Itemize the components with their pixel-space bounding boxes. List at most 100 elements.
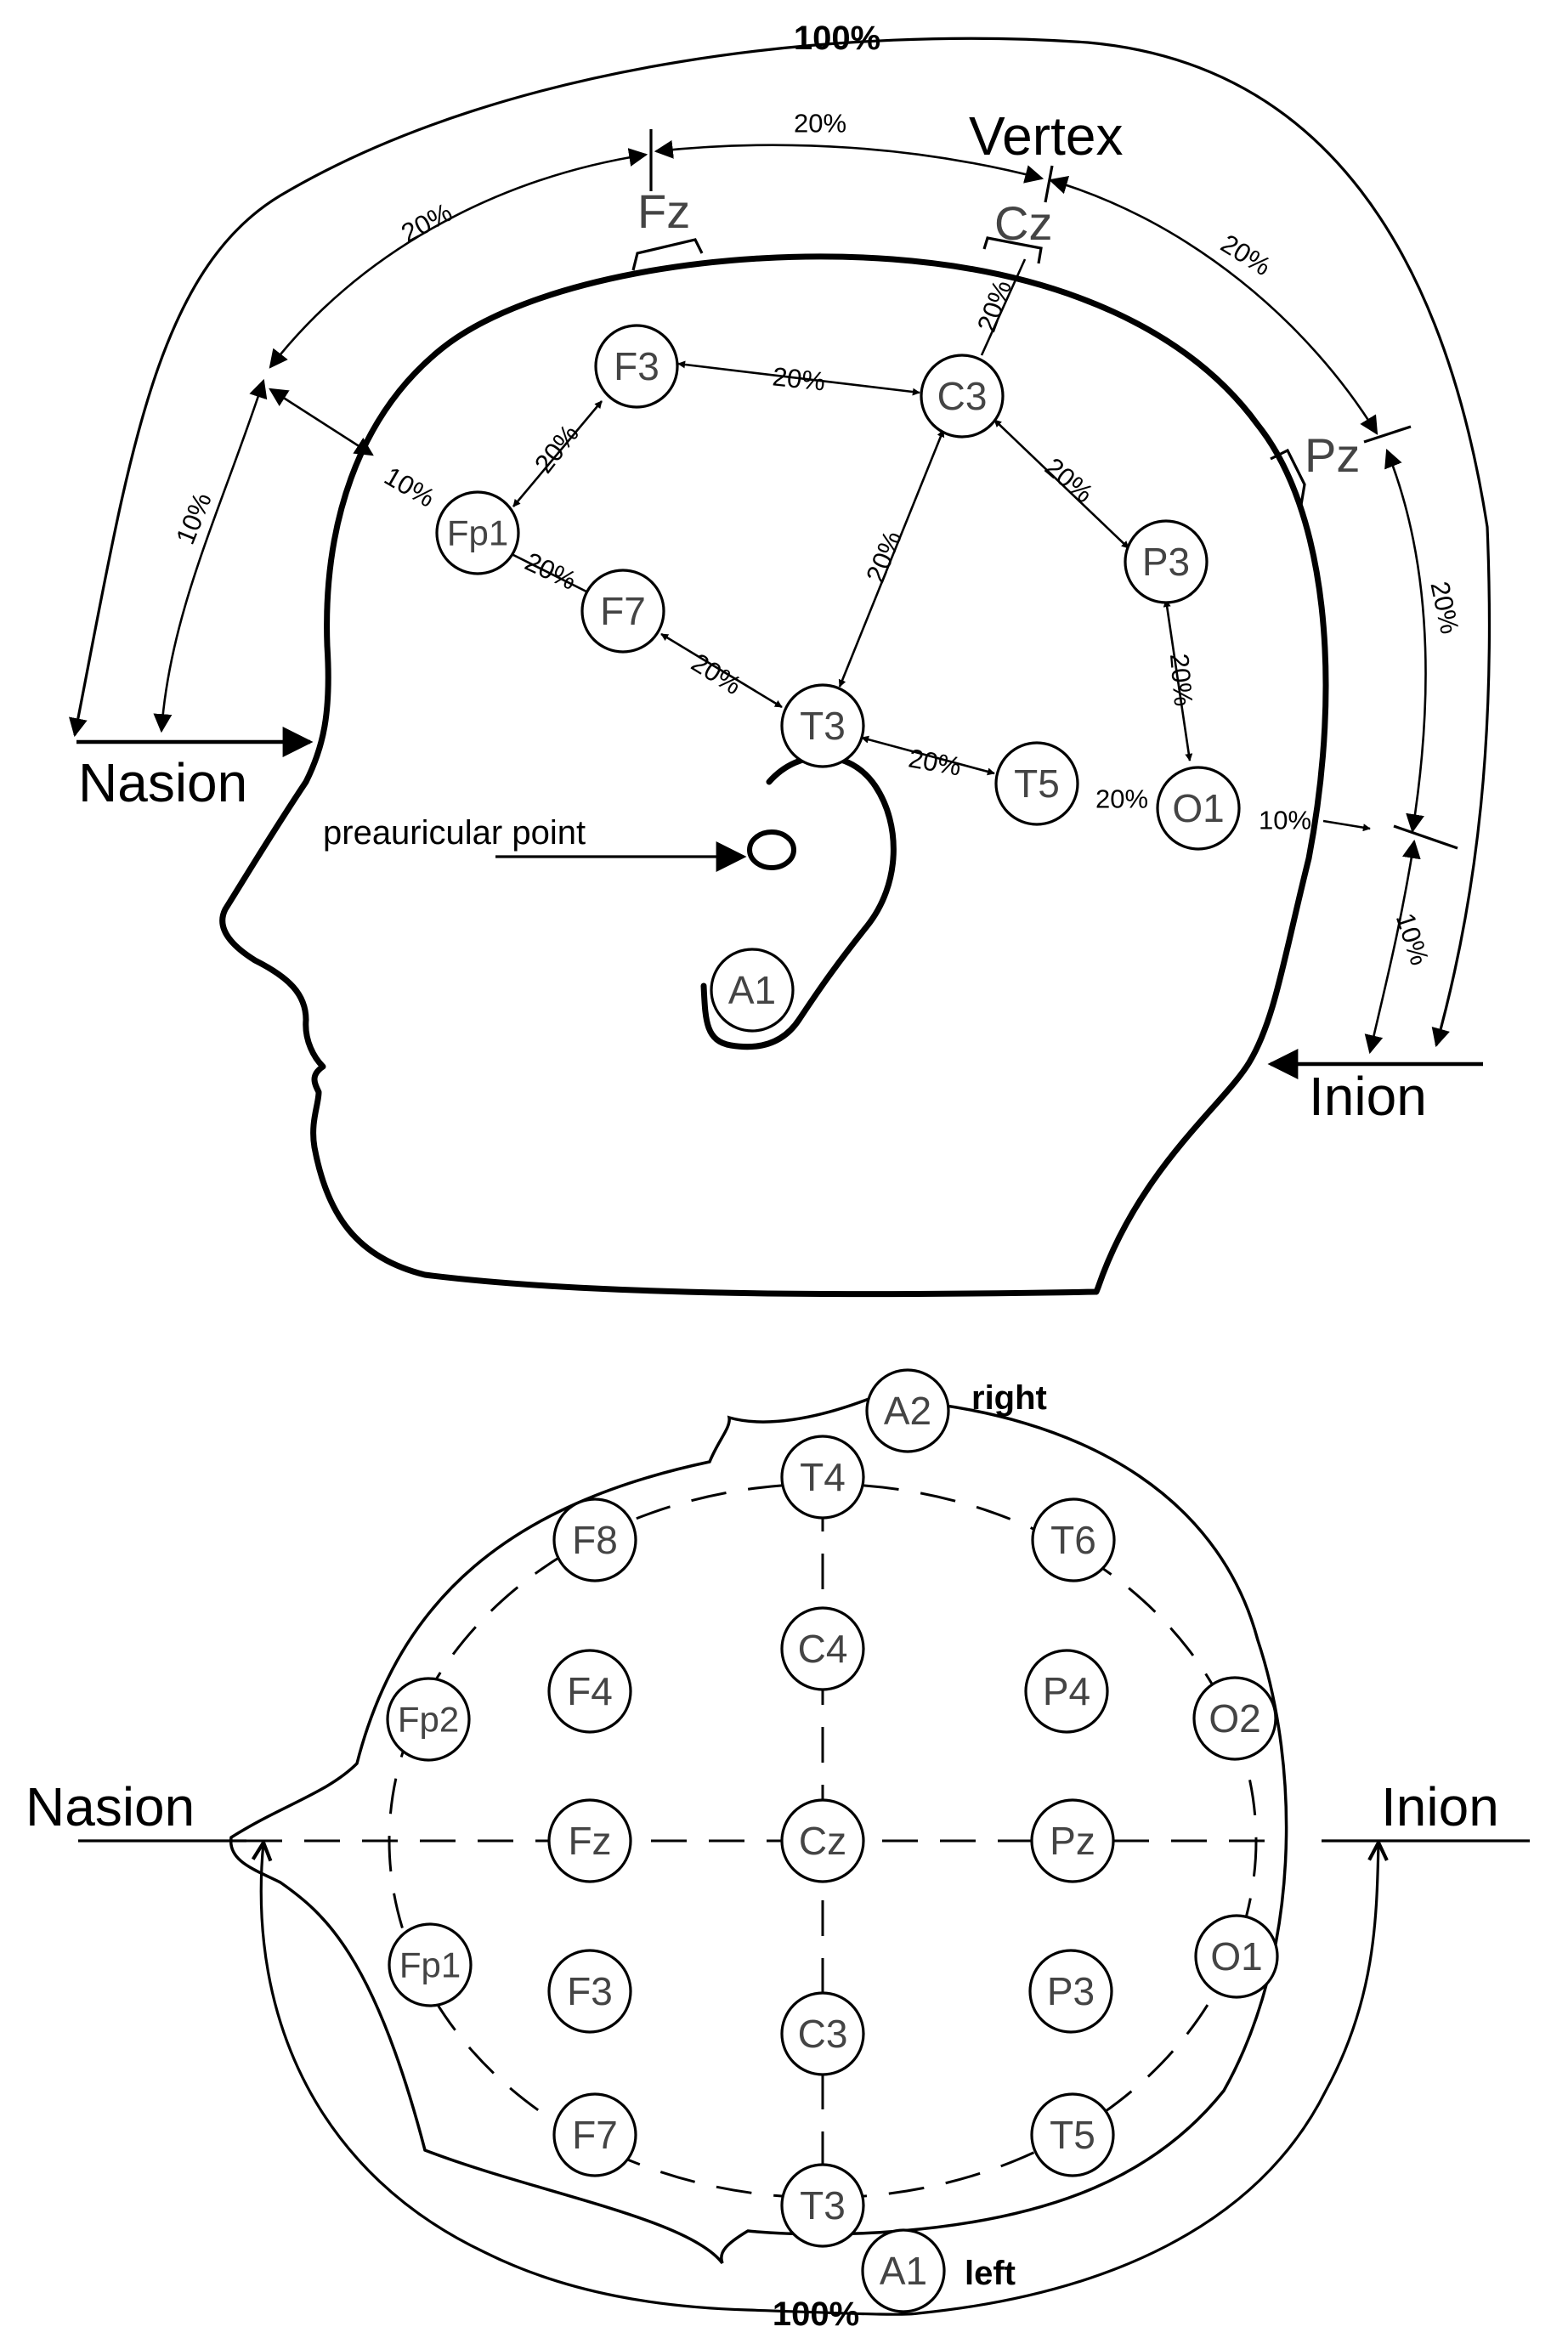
c3-p3-connector — [993, 419, 1129, 549]
electrode-t3: T3 — [780, 683, 865, 768]
pz-pad — [1270, 448, 1306, 511]
svg-text:O2: O2 — [1209, 1696, 1260, 1741]
pct-o1-inion: 10% — [1259, 806, 1311, 835]
pct-p3-o1: 20% — [1164, 653, 1198, 708]
top-electrode-a2: A2 — [865, 1368, 950, 1453]
top-right-label: right — [971, 1379, 1047, 1417]
cz-c3-connector — [980, 258, 1027, 356]
top-electrode-f8: F8 — [552, 1497, 637, 1582]
arc-inion-10-label: 10% — [1390, 909, 1435, 969]
fp1-f3-connector — [512, 400, 603, 507]
top-electrode-c4: C4 — [780, 1606, 865, 1691]
arc-100-label: 100% — [794, 20, 880, 57]
pct-fp1-f7: 20% — [520, 546, 580, 596]
top-electrode-a1: A1 — [861, 2228, 946, 2313]
top-electrode-o2: O2 — [1192, 1676, 1277, 1761]
top-electrode-t6: T6 — [1031, 1497, 1116, 1582]
svg-text:F7: F7 — [600, 589, 646, 633]
svg-text:Fz: Fz — [568, 1819, 611, 1863]
f7-t3-connector — [660, 632, 783, 709]
pct-c3-t3: 20% — [860, 527, 908, 587]
arc-pz-inion — [1384, 448, 1427, 834]
arc-cz-pz — [1048, 176, 1378, 435]
top-electrode-f3: F3 — [547, 1949, 632, 2034]
top-electrode-p3: P3 — [1028, 1949, 1113, 2034]
top-left-label: left — [965, 2255, 1016, 2292]
top-arc-100-label: 100% — [773, 2296, 859, 2333]
top-arc-100 — [261, 1843, 1378, 2316]
nasion-label: Nasion — [78, 752, 247, 813]
preauricular-label: preauricular point — [323, 814, 586, 852]
nasion-fp1-line — [269, 388, 374, 456]
cz-c3-label: 20% — [971, 276, 1017, 336]
svg-text:Cz: Cz — [799, 1819, 846, 1863]
top-electrode-fz: Fz — [547, 1798, 632, 1883]
top-electrode-cz: Cz — [780, 1798, 865, 1883]
pct-t3-t5: 20% — [906, 743, 963, 781]
pct-fp1-nasion: 10% — [379, 461, 439, 512]
top-electrode-p4: P4 — [1024, 1649, 1109, 1734]
top-electrode-t4: T4 — [780, 1435, 865, 1520]
electrode-p3: P3 — [1124, 519, 1209, 604]
svg-text:Fp1: Fp1 — [447, 513, 508, 553]
t3-t5-connector — [861, 735, 995, 776]
arc-nasion-fz-label: 20% — [396, 197, 456, 248]
svg-text:C4: C4 — [798, 1627, 848, 1671]
pct-f3-c3: 20% — [771, 361, 826, 396]
p3-o1-connector — [1163, 599, 1193, 761]
electrode-c3: C3 — [920, 354, 1005, 439]
svg-text:O1: O1 — [1172, 786, 1224, 830]
vertex-label: Vertex — [969, 105, 1123, 167]
svg-text:A1: A1 — [728, 968, 776, 1012]
top-electrode-o1: O1 — [1194, 1914, 1279, 1999]
svg-text:P3: P3 — [1142, 540, 1190, 584]
electrode-pz-label: Pz — [1305, 428, 1360, 482]
svg-text:A2: A2 — [884, 1389, 931, 1433]
electrode-f7: F7 — [580, 569, 665, 654]
arc-100-percent — [69, 37, 1492, 1048]
svg-text:F8: F8 — [572, 1518, 618, 1562]
electrode-t5: T5 — [994, 741, 1079, 826]
svg-text:F3: F3 — [614, 344, 659, 388]
top-electrode-fp2: Fp2 — [386, 1677, 471, 1762]
svg-text:C3: C3 — [798, 2012, 848, 2056]
arc-inion-10 — [1364, 839, 1421, 1055]
electrode-fz-label: Fz — [637, 184, 690, 238]
arc-nasion-10-label: 10% — [170, 489, 218, 549]
top-inion-label: Inion — [1381, 1776, 1499, 1837]
top-nasion-label: Nasion — [25, 1776, 195, 1837]
svg-text:P3: P3 — [1047, 1969, 1095, 2013]
pz-tick — [1363, 425, 1412, 444]
arc-nasion-fz — [269, 148, 648, 369]
arc-cz-pz-label: 20% — [1215, 229, 1276, 282]
c3-t3-connector — [838, 429, 945, 688]
svg-text:Fp1: Fp1 — [399, 1945, 461, 1985]
svg-text:T4: T4 — [800, 1455, 846, 1499]
svg-text:C3: C3 — [937, 374, 988, 418]
arc-pz-inion-label: 20% — [1424, 579, 1464, 637]
inion-tick — [1393, 824, 1458, 850]
arc-fz-cz-label: 20% — [794, 109, 846, 139]
cz-pad — [982, 236, 1043, 264]
top-head-outline — [229, 1396, 1288, 2265]
electrode-fp1: Fp1 — [435, 490, 520, 575]
pct-c3-p3: 20% — [1039, 452, 1099, 509]
fp1-f7-connector — [507, 551, 587, 593]
svg-text:Fp2: Fp2 — [398, 1700, 459, 1740]
preauricular-point-marker — [747, 829, 796, 870]
electrode-a1: A1 — [710, 948, 795, 1033]
svg-text:T5: T5 — [1050, 2113, 1095, 2157]
top-electrode-pz: Pz — [1030, 1798, 1115, 1883]
top-electrode-t3: T3 — [780, 2163, 865, 2248]
svg-text:T3: T3 — [800, 2183, 846, 2228]
svg-text:O1: O1 — [1210, 1934, 1262, 1979]
inion-label: Inion — [1309, 1066, 1427, 1127]
svg-text:A1: A1 — [880, 2249, 927, 2293]
svg-text:T5: T5 — [1014, 761, 1060, 806]
pct-t5-o1: 20% — [1095, 784, 1148, 814]
top-electrode-t5: T5 — [1030, 2092, 1115, 2177]
svg-text:T6: T6 — [1050, 1518, 1096, 1562]
svg-text:P4: P4 — [1043, 1669, 1090, 1713]
f3-c3-connector — [677, 360, 920, 396]
pct-fp1-f3: 20% — [529, 419, 585, 478]
